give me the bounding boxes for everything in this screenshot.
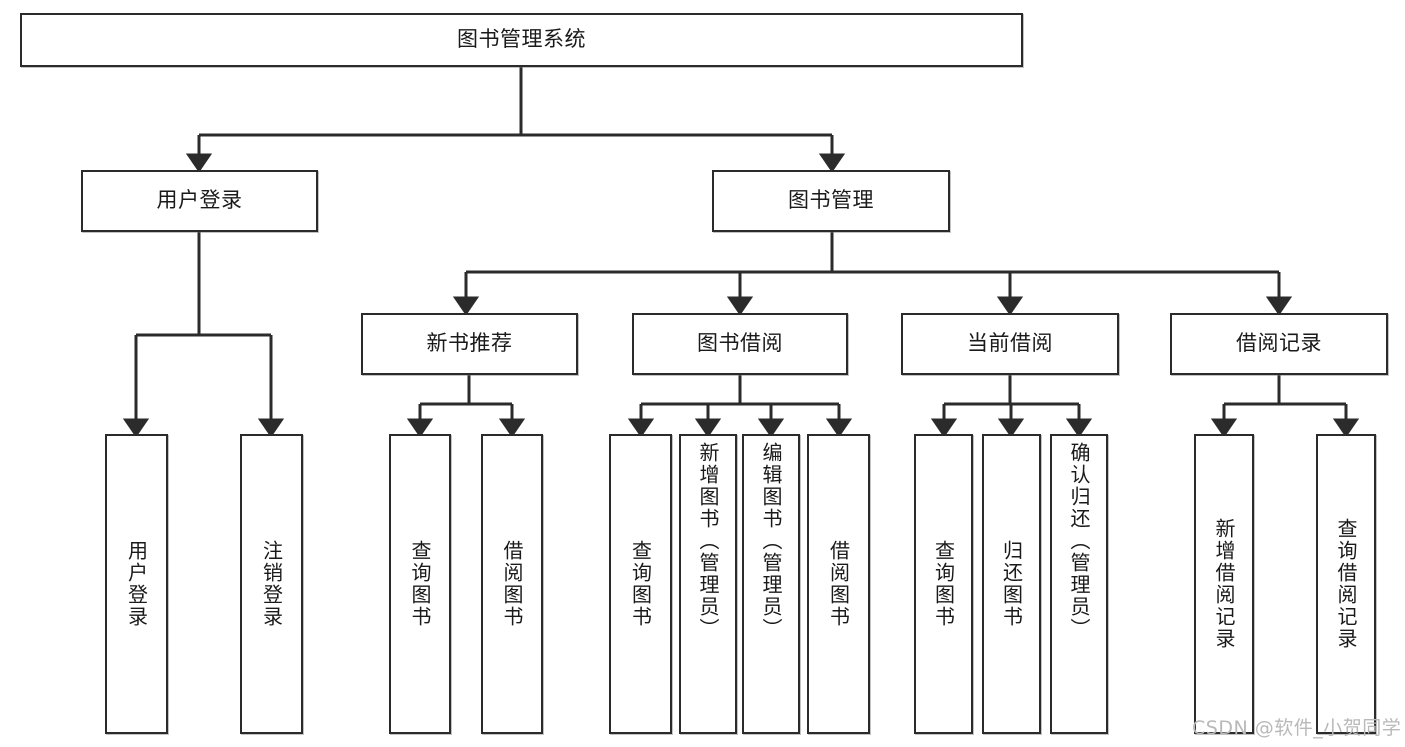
leaf-query-book-3-label: 查询图书 bbox=[931, 540, 956, 628]
leaf-borrow-book-2[interactable]: 借阅图书 bbox=[807, 434, 870, 734]
leaf-query-book-1-label: 查询图书 bbox=[408, 540, 432, 628]
leaf-borrow-book-1[interactable]: 借阅图书 bbox=[481, 434, 543, 734]
leaf-user-login[interactable]: 用户登录 bbox=[105, 434, 168, 734]
node-user-login[interactable]: 用户登录 bbox=[81, 170, 318, 232]
node-user-login-label: 用户登录 bbox=[156, 188, 243, 213]
leaf-query-book-3[interactable]: 查询图书 bbox=[914, 434, 973, 734]
leaf-query-book-2-label: 查询图书 bbox=[628, 540, 653, 628]
leaf-logout-label: 注销登录 bbox=[259, 540, 284, 628]
leaf-borrow-book-1-label: 借阅图书 bbox=[500, 540, 524, 628]
node-root[interactable]: 图书管理系统 bbox=[20, 13, 1023, 67]
leaf-query-record[interactable]: 查询借阅记录 bbox=[1316, 434, 1376, 734]
leaf-confirm-return[interactable]: 确认归还（管理员） bbox=[1050, 434, 1108, 734]
leaf-borrow-book-2-label: 借阅图书 bbox=[826, 540, 851, 628]
node-book-manage-label: 图书管理 bbox=[788, 188, 874, 213]
leaf-query-record-label: 查询借阅记录 bbox=[1334, 518, 1358, 650]
node-current-borrow-label: 当前借阅 bbox=[967, 331, 1053, 356]
node-new-book-rec-label: 新书推荐 bbox=[426, 331, 513, 356]
node-borrow-record-label: 借阅记录 bbox=[1236, 331, 1322, 356]
node-current-borrow[interactable]: 当前借阅 bbox=[901, 313, 1119, 375]
node-book-manage[interactable]: 图书管理 bbox=[712, 170, 950, 232]
leaf-logout[interactable]: 注销登录 bbox=[240, 434, 303, 734]
leaf-query-book-1[interactable]: 查询图书 bbox=[389, 434, 451, 734]
leaf-confirm-return-label: 确认归还（管理员） bbox=[1067, 442, 1091, 640]
leaf-return-book-label: 归还图书 bbox=[999, 540, 1024, 628]
leaf-query-book-2[interactable]: 查询图书 bbox=[609, 434, 672, 734]
node-book-borrow[interactable]: 图书借阅 bbox=[632, 313, 848, 375]
leaf-add-book-label: 新增图书（管理员） bbox=[696, 442, 720, 640]
leaf-add-book[interactable]: 新增图书（管理员） bbox=[679, 434, 737, 734]
leaf-edit-book-label: 编辑图书（管理员） bbox=[759, 442, 783, 640]
node-borrow-record[interactable]: 借阅记录 bbox=[1170, 313, 1388, 375]
csdn-watermark: CSDN @软件_小贺同学 bbox=[1192, 717, 1402, 739]
node-book-borrow-label: 图书借阅 bbox=[697, 331, 783, 356]
leaf-add-record[interactable]: 新增借阅记录 bbox=[1194, 434, 1254, 734]
leaf-return-book[interactable]: 归还图书 bbox=[982, 434, 1041, 734]
leaf-user-login-label: 用户登录 bbox=[124, 540, 149, 628]
node-new-book-rec[interactable]: 新书推荐 bbox=[361, 313, 578, 375]
node-root-label: 图书管理系统 bbox=[457, 27, 586, 52]
leaf-add-record-label: 新增借阅记录 bbox=[1212, 518, 1236, 650]
leaf-edit-book[interactable]: 编辑图书（管理员） bbox=[742, 434, 800, 734]
